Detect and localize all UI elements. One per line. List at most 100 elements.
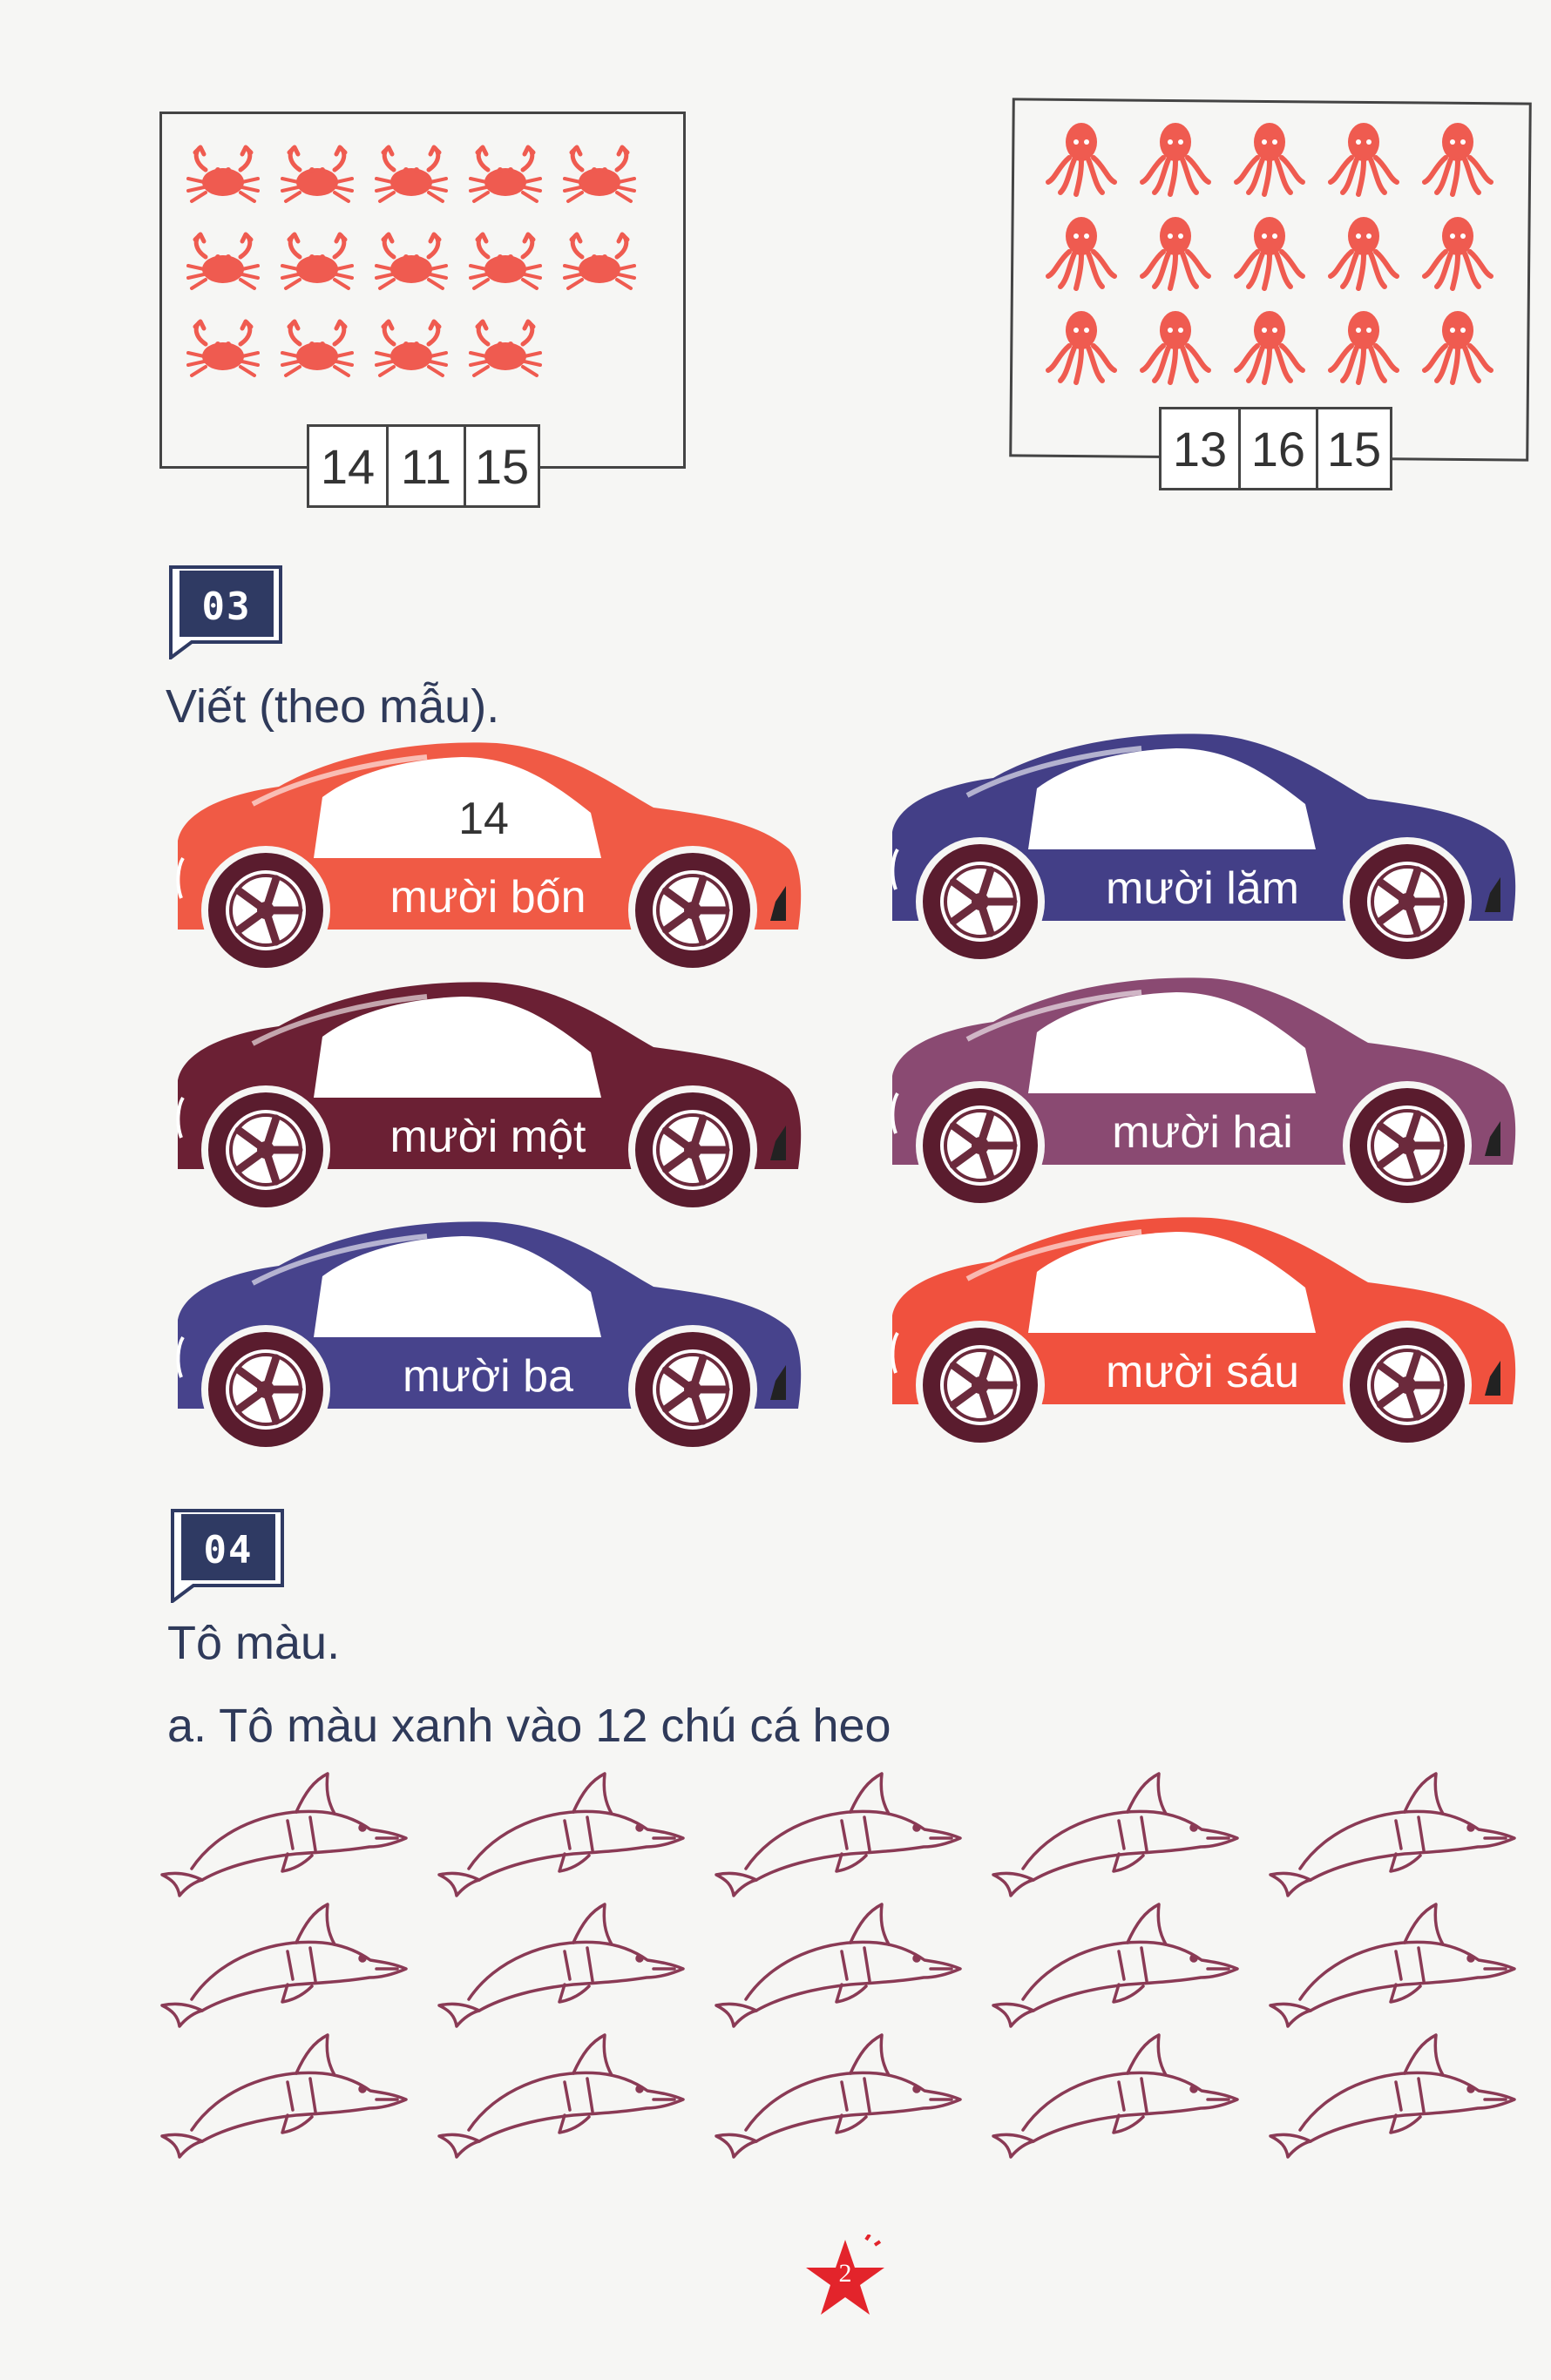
dolphin-icon[interactable] xyxy=(434,1768,711,1899)
octopus-icon xyxy=(1135,306,1229,400)
crab-icon xyxy=(277,144,371,231)
dolphin-icon[interactable] xyxy=(988,1899,1265,2030)
dolphin-icon[interactable] xyxy=(157,2030,434,2160)
car-icon xyxy=(176,982,802,1211)
car-icon xyxy=(891,977,1516,1207)
octopus-choice-3[interactable]: 15 xyxy=(1326,421,1382,477)
crab-icon xyxy=(371,144,465,231)
dolphin-group xyxy=(157,1768,1542,2160)
car-4: mười hai xyxy=(880,971,1525,1207)
section-03-number: 03 xyxy=(201,584,252,629)
section-03-instruction: Viết (theo mẫu). xyxy=(166,680,500,733)
section-04-badge: 04 xyxy=(167,1505,289,1603)
crab-icon xyxy=(277,318,371,405)
car-number[interactable] xyxy=(1089,1024,1307,1085)
car-2: mười lăm xyxy=(880,727,1525,963)
crab-icon xyxy=(183,231,277,318)
dolphin-icon[interactable] xyxy=(711,1768,988,1899)
octopus-icon xyxy=(1229,212,1324,306)
dolphin-icon[interactable] xyxy=(157,1768,434,1899)
car-3: mười một xyxy=(166,976,810,1211)
car-1: 14 mười bốn xyxy=(166,736,810,971)
octopus-icon xyxy=(1324,118,1418,212)
octopus-icon xyxy=(1041,306,1135,400)
octopus-icon xyxy=(1418,118,1512,212)
section-04-instruction: Tô màu. xyxy=(167,1617,341,1669)
car-number[interactable] xyxy=(375,1028,593,1089)
dolphin-icon[interactable] xyxy=(434,1899,711,2030)
octopus-choices: 13 16 15 xyxy=(1159,407,1392,490)
car-label: mười hai xyxy=(1112,1107,1293,1158)
car-label: mười một xyxy=(389,1112,586,1162)
octopus-icon xyxy=(1418,306,1512,400)
octopus-icon xyxy=(1324,306,1418,400)
dolphin-icon[interactable] xyxy=(1265,1899,1542,2030)
dolphin-icon[interactable] xyxy=(988,1768,1265,1899)
wheel-icon xyxy=(201,1325,330,1450)
wheel-icon xyxy=(916,1321,1045,1446)
page-number: 2 xyxy=(838,2259,852,2288)
dolphin-icon[interactable] xyxy=(1265,2030,1542,2160)
octopus-icon xyxy=(1229,118,1324,212)
section-04-number: 04 xyxy=(203,1527,254,1572)
crab-icon xyxy=(183,318,277,405)
wheel-icon xyxy=(916,837,1045,963)
crab-icon xyxy=(371,318,465,405)
crab-icon xyxy=(277,231,371,318)
wheel-icon xyxy=(1343,1081,1472,1207)
wheel-icon xyxy=(201,1085,330,1211)
octopus-icon xyxy=(1324,212,1418,306)
wheel-icon xyxy=(201,846,330,971)
crab-choice-3[interactable]: 15 xyxy=(474,438,530,494)
crab-icon xyxy=(465,231,559,318)
crab-choice-1[interactable]: 14 xyxy=(309,427,389,505)
car-icon xyxy=(176,1221,802,1450)
crab-choice-2[interactable]: 11 xyxy=(389,427,466,505)
crab-icon xyxy=(183,144,277,231)
octopus-icon xyxy=(1135,118,1229,212)
car-number: 14 xyxy=(458,794,509,844)
wheel-icon xyxy=(628,1085,757,1211)
crab-icon xyxy=(559,144,654,231)
car-icon xyxy=(891,1217,1516,1446)
octopus-icon xyxy=(1229,306,1324,400)
crab-icon xyxy=(371,231,465,318)
car-6: mười sáu xyxy=(880,1211,1525,1446)
crab-icon xyxy=(559,231,654,318)
section-03-badge: 03 xyxy=(166,562,288,659)
car-label: mười bốn xyxy=(389,872,586,923)
octopus-choice-2[interactable]: 16 xyxy=(1241,409,1318,488)
car-number[interactable] xyxy=(375,1268,593,1329)
car-icon xyxy=(176,742,802,971)
car-label: mười ba xyxy=(402,1351,574,1402)
wheel-icon xyxy=(1343,837,1472,963)
wheel-icon xyxy=(628,1325,757,1450)
octopus-choice-1[interactable]: 13 xyxy=(1162,409,1241,488)
octopus-icon xyxy=(1418,212,1512,306)
octopus-icon xyxy=(1041,212,1135,306)
wheel-icon xyxy=(916,1081,1045,1207)
section-04-task-a: a. Tô màu xanh vào 12 chú cá heo xyxy=(167,1700,891,1752)
car-number[interactable] xyxy=(1089,1263,1307,1324)
page-number-badge: 2 xyxy=(802,2233,889,2322)
crab-icon xyxy=(465,144,559,231)
car-number[interactable] xyxy=(1089,780,1307,841)
dolphin-icon[interactable] xyxy=(434,2030,711,2160)
dolphin-icon[interactable] xyxy=(711,1899,988,2030)
crab-icon xyxy=(465,318,559,405)
crab-choices: 14 11 15 xyxy=(307,424,540,508)
wheel-icon xyxy=(1343,1321,1472,1446)
dolphin-icon[interactable] xyxy=(157,1899,434,2030)
octopus-group xyxy=(1041,118,1512,400)
wheel-icon xyxy=(628,846,757,971)
dolphin-icon[interactable] xyxy=(711,2030,988,2160)
car-icon xyxy=(891,734,1516,963)
dolphin-icon[interactable] xyxy=(988,2030,1265,2160)
car-label: mười sáu xyxy=(1105,1347,1300,1397)
car-5: mười ba xyxy=(166,1215,810,1450)
crab-group xyxy=(183,144,654,405)
car-label: mười lăm xyxy=(1105,863,1299,914)
octopus-icon xyxy=(1041,118,1135,212)
octopus-icon xyxy=(1135,212,1229,306)
dolphin-icon[interactable] xyxy=(1265,1768,1542,1899)
